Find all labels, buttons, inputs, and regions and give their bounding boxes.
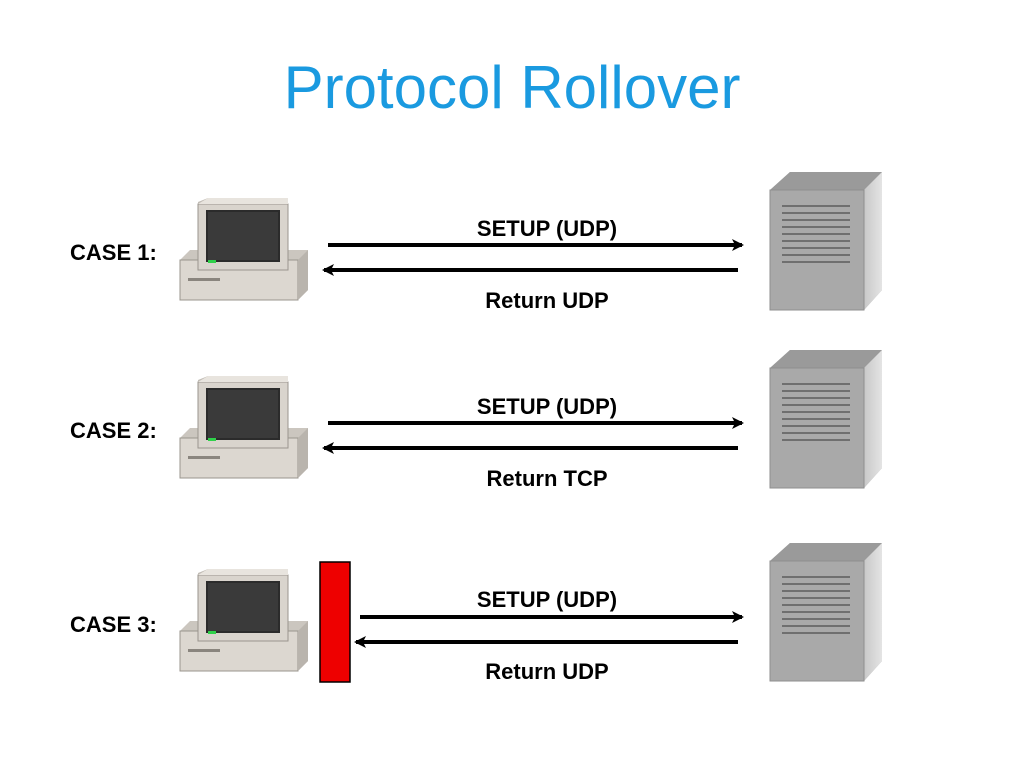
case-3-request-label: SETUP (UDP) bbox=[476, 587, 618, 612]
case-1-label: CASE 1: bbox=[70, 240, 157, 265]
desktop-computer-icon bbox=[179, 568, 309, 672]
case-3-graphics bbox=[179, 542, 883, 683]
case-1-graphics bbox=[179, 171, 883, 311]
page-title: Protocol Rollover bbox=[283, 54, 741, 121]
server-tower-icon bbox=[769, 349, 883, 489]
server-tower-icon bbox=[769, 542, 883, 682]
case-2-response-label: Return TCP bbox=[486, 466, 608, 491]
case-3-label: CASE 3: bbox=[70, 612, 157, 637]
case-3-response-label: Return UDP bbox=[485, 659, 609, 684]
case-1-response-label: Return UDP bbox=[485, 288, 609, 313]
desktop-computer-icon bbox=[179, 375, 309, 479]
server-tower-icon bbox=[769, 171, 883, 311]
case-2-request-label: SETUP (UDP) bbox=[476, 394, 618, 419]
case-1-request-label: SETUP (UDP) bbox=[476, 216, 618, 241]
desktop-computer-icon bbox=[179, 197, 309, 301]
case-2-label: CASE 2: bbox=[70, 418, 157, 443]
firewall-block bbox=[319, 561, 351, 683]
case-2-graphics bbox=[179, 349, 883, 489]
